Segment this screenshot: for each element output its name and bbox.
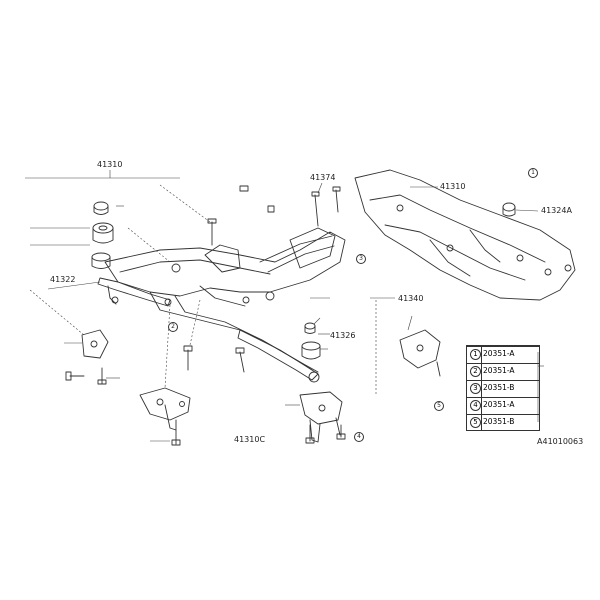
rear-crossmember bbox=[104, 227, 346, 373]
legend-row: 2 20351-A bbox=[467, 363, 539, 377]
bolt-left-1 bbox=[207, 218, 217, 246]
callout-circle: 4 bbox=[354, 432, 364, 442]
leader bbox=[317, 182, 323, 194]
legend-code: 20351-A bbox=[483, 349, 515, 358]
legend-num: 5 bbox=[470, 417, 481, 428]
legend-row: 5 20351-B bbox=[467, 414, 539, 428]
label-bolt-upper: 41374 bbox=[310, 173, 336, 182]
lateral-link-left bbox=[97, 277, 171, 307]
bolt-upper bbox=[311, 186, 341, 227]
lower-link-right bbox=[237, 329, 320, 383]
bushing-mid-upper bbox=[304, 322, 316, 334]
rear-subframe-right bbox=[354, 169, 576, 301]
leader bbox=[313, 317, 321, 325]
dashed-guide bbox=[189, 299, 201, 346]
legend-num: 2 bbox=[470, 366, 481, 377]
bolt-bottom-right bbox=[305, 424, 346, 444]
legend-separator bbox=[481, 346, 482, 430]
legend-row: 3 20351-B bbox=[467, 380, 539, 394]
bushing-upper-left bbox=[93, 201, 109, 215]
bolt-left-2 bbox=[65, 371, 85, 381]
legend-num: 4 bbox=[470, 400, 481, 411]
bushing-mid-large bbox=[301, 341, 321, 360]
legend-code: 20351-B bbox=[483, 417, 515, 426]
bushing-lower-left bbox=[91, 252, 111, 269]
label-drawing-no: A41010063 bbox=[537, 437, 584, 446]
leader bbox=[407, 315, 413, 331]
dashed-guide bbox=[159, 184, 211, 223]
leader bbox=[515, 209, 539, 212]
callout-circle: 1 bbox=[528, 168, 538, 178]
legend-row: 4 20351-A bbox=[467, 397, 539, 411]
bushing-right bbox=[502, 202, 516, 217]
label-bushing-right: 41324A bbox=[541, 206, 572, 215]
bracket-bottom bbox=[299, 391, 343, 443]
dashed-guide bbox=[127, 227, 171, 263]
legend-num: 3 bbox=[470, 383, 481, 394]
dashed-guide bbox=[29, 289, 85, 336]
legend-code: 20351-A bbox=[483, 366, 515, 375]
legend-code: 20351-B bbox=[483, 383, 515, 392]
dashed-guide bbox=[164, 304, 171, 389]
callout-circle: 3 bbox=[356, 254, 366, 264]
bolt-bottom-left bbox=[171, 429, 181, 446]
callout-circle: 5 bbox=[434, 401, 444, 411]
bracket-right-small bbox=[399, 329, 441, 369]
bolt-right bbox=[436, 361, 441, 377]
legend-code: 20351-A bbox=[483, 400, 515, 409]
legend-num: 1 bbox=[470, 349, 481, 360]
label-bushing-mid1: 41326 bbox=[330, 331, 356, 340]
legend-row: 1 20351-A bbox=[467, 346, 539, 360]
legend-table: 1 20351-A 2 20351-A 3 20351-B 4 20351-A … bbox=[466, 345, 540, 431]
knuckle-bracket-left bbox=[139, 387, 191, 431]
bolt-mid bbox=[183, 345, 245, 373]
label-spacer: 41322 bbox=[50, 275, 76, 284]
bolt-upper-small bbox=[239, 185, 275, 213]
callout-circle: 2 bbox=[168, 322, 178, 332]
leader bbox=[47, 281, 101, 290]
bracket-left-mid bbox=[81, 329, 109, 359]
label-frame-right: 41310 bbox=[440, 182, 466, 191]
label-main-assy: 41310 bbox=[97, 160, 123, 169]
label-bracket-right: 41340 bbox=[398, 294, 424, 303]
bolt-left-3 bbox=[97, 367, 107, 385]
bushing-large-left bbox=[92, 222, 114, 244]
label-bolt-bottom: 41310C bbox=[234, 435, 266, 444]
